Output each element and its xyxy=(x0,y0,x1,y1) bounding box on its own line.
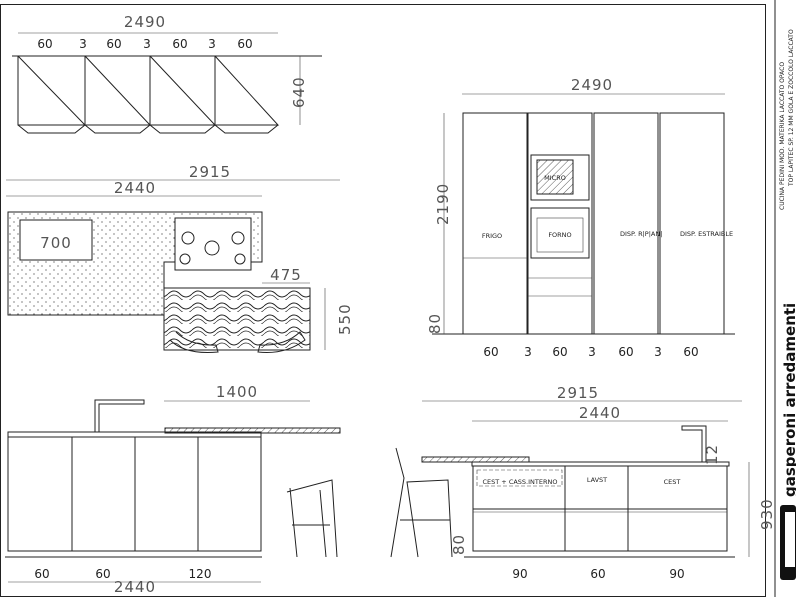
svg-text:2490: 2490 xyxy=(571,76,613,94)
svg-text:60: 60 xyxy=(95,567,110,581)
module-width-label: 3 xyxy=(588,345,596,359)
module-width-label: 60 xyxy=(483,345,498,359)
svg-text:930: 930 xyxy=(758,498,776,530)
svg-text:120: 120 xyxy=(189,567,212,581)
svg-text:12: 12 xyxy=(703,444,721,465)
svg-text:475: 475 xyxy=(270,266,302,284)
module-width-label: 3 xyxy=(143,37,151,51)
tall-units-elevation: 2490 MICRO FORNO FRIGO DISP. R|P|AN| DIS… xyxy=(426,76,735,359)
island-front-elevation: 60 60 120 2440 xyxy=(5,399,341,596)
wall-cabinets-plan: 2490 60 3 60 3 60 3 60 640 xyxy=(12,13,322,134)
stool-plan xyxy=(257,331,306,353)
svg-text:CEST: CEST xyxy=(664,478,681,486)
module-width-label: 60 xyxy=(618,345,633,359)
svg-text:CEST + CASS.INTERNO: CEST + CASS.INTERNO xyxy=(483,478,558,486)
svg-text:2440: 2440 xyxy=(114,179,156,197)
svg-text:FORNO: FORNO xyxy=(548,231,571,239)
title-line-2: TOP LAPITEC SP. 12 MM GOLA E ZOCCOLO LAC… xyxy=(788,29,795,187)
svg-text:60: 60 xyxy=(34,567,49,581)
module-width-label: 60 xyxy=(106,37,121,51)
dim-total: 2490 xyxy=(124,13,166,31)
stool-plan xyxy=(169,331,219,353)
module-width-label: 3 xyxy=(654,345,662,359)
base-plan: 2915 2440 700 475 550 1400 xyxy=(6,163,354,402)
module-width-label: 3 xyxy=(524,345,532,359)
module-width-label: 60 xyxy=(237,37,252,51)
dim-depth: 640 xyxy=(290,76,308,108)
svg-text:MICRO: MICRO xyxy=(544,174,566,182)
title-line-1: CUCINA PEDINI MOD. MATERIKA LACCATO OPAC… xyxy=(779,62,786,210)
sink xyxy=(19,219,93,261)
svg-text:550: 550 xyxy=(336,303,354,335)
svg-text:90: 90 xyxy=(669,567,684,581)
svg-text:2915: 2915 xyxy=(189,163,231,181)
svg-text:2190: 2190 xyxy=(434,183,452,225)
svg-text:80: 80 xyxy=(450,534,468,555)
svg-text:1400: 1400 xyxy=(216,383,258,401)
title-block: CUCINA PEDINI MOD. MATERIKA LACCATO OPAC… xyxy=(779,29,796,580)
svg-text:700: 700 xyxy=(40,234,72,252)
svg-text:60: 60 xyxy=(590,567,605,581)
svg-text:DISP. R|P|AN|: DISP. R|P|AN| xyxy=(620,230,662,238)
island-back-elevation: 2915 2440 CEST + CASS.INTERNO LAVST CEST… xyxy=(390,384,776,581)
peninsula-top xyxy=(163,287,311,351)
svg-text:90: 90 xyxy=(512,567,527,581)
module-width-label: 60 xyxy=(172,37,187,51)
svg-text:LAVST: LAVST xyxy=(587,476,607,484)
svg-text:2440: 2440 xyxy=(579,404,621,422)
module-width-label: 3 xyxy=(208,37,216,51)
module-width-label: 60 xyxy=(37,37,52,51)
svg-text:2915: 2915 xyxy=(557,384,599,402)
company-logo-text: gasperoni arredamenti xyxy=(781,303,796,497)
stool xyxy=(390,447,453,558)
svg-text:2440: 2440 xyxy=(114,578,156,596)
svg-text:80: 80 xyxy=(426,313,444,334)
svg-text:FRIGO: FRIGO xyxy=(482,232,502,240)
module-width-label: 60 xyxy=(683,345,698,359)
stool xyxy=(286,479,338,558)
svg-text:DISP. ESTRAIBLE: DISP. ESTRAIBLE xyxy=(680,230,733,238)
module-width-label: 60 xyxy=(552,345,567,359)
module-width-label: 3 xyxy=(79,37,87,51)
